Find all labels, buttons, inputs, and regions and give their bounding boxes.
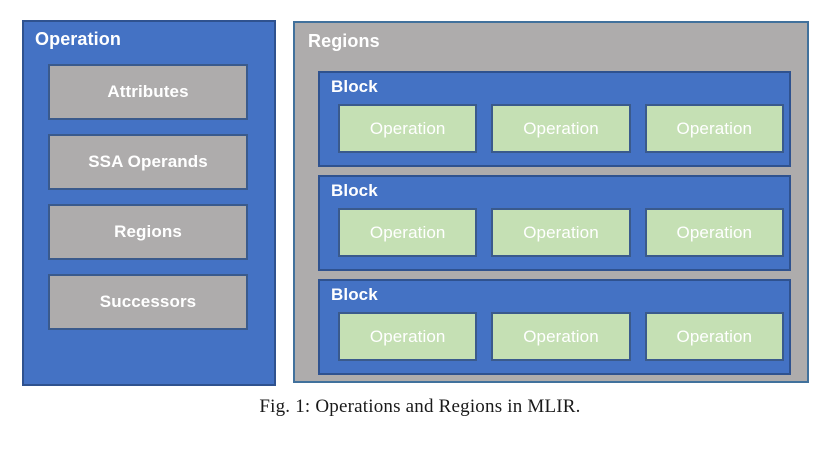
block-operation: Operation (338, 104, 478, 153)
operation-field-successors: Successors (48, 274, 248, 330)
block-title: Block (331, 181, 378, 200)
block-operation-label: Operation (523, 118, 599, 138)
block-title: Block (331, 77, 378, 96)
figure-caption: Fig. 1: Operations and Regions in MLIR. (259, 396, 581, 417)
block: Block Operation Operation Operation (318, 175, 791, 271)
block-operation: Operation (644, 312, 784, 361)
block: Block Operation Operation Operation (318, 279, 791, 375)
block-operation-label: Operation (523, 326, 599, 346)
operation-field-label: Successors (99, 292, 197, 311)
block-operation: Operation (491, 104, 631, 153)
operation-field-label: Regions (114, 222, 182, 241)
block: Block Operation Operation Operation (318, 71, 791, 167)
regions-panel-title: Regions (308, 31, 380, 51)
block-title: Block (331, 285, 378, 304)
block-operation: Operation (338, 312, 478, 361)
operation-field-label: Attributes (107, 82, 189, 101)
operation-field-attributes: Attributes (48, 64, 248, 120)
block-operation: Operation (491, 312, 631, 361)
block-operation-row: Operation Operation Operation (338, 208, 784, 257)
block-operation: Operation (644, 104, 784, 153)
regions-panel: Regions Block Operation Operation Operat… (293, 21, 809, 383)
block-operation-row: Operation Operation Operation (338, 104, 784, 153)
operation-panel: Operation Attributes SSA Operands Region… (22, 20, 276, 386)
block-operation-label: Operation (676, 118, 753, 138)
block-operation: Operation (338, 208, 478, 257)
operation-field-regions: Regions (48, 204, 248, 260)
operation-field-list: Attributes SSA Operands Regions Successo… (48, 64, 248, 330)
block-operation-label: Operation (523, 222, 599, 242)
operation-panel-title: Operation (35, 29, 121, 49)
block-operation: Operation (491, 208, 631, 257)
block-operation-label: Operation (369, 222, 446, 242)
block-operation: Operation (644, 208, 784, 257)
operation-field-label: SSA Operands (88, 152, 208, 171)
block-operation-label: Operation (369, 326, 446, 346)
block-operation-label: Operation (369, 118, 446, 138)
block-operation-label: Operation (676, 222, 753, 242)
block-list: Block Operation Operation Operation Bloc… (318, 71, 791, 375)
operation-field-ssa-operands: SSA Operands (48, 134, 248, 190)
block-operation-row: Operation Operation Operation (338, 312, 784, 361)
block-operation-label: Operation (676, 326, 753, 346)
